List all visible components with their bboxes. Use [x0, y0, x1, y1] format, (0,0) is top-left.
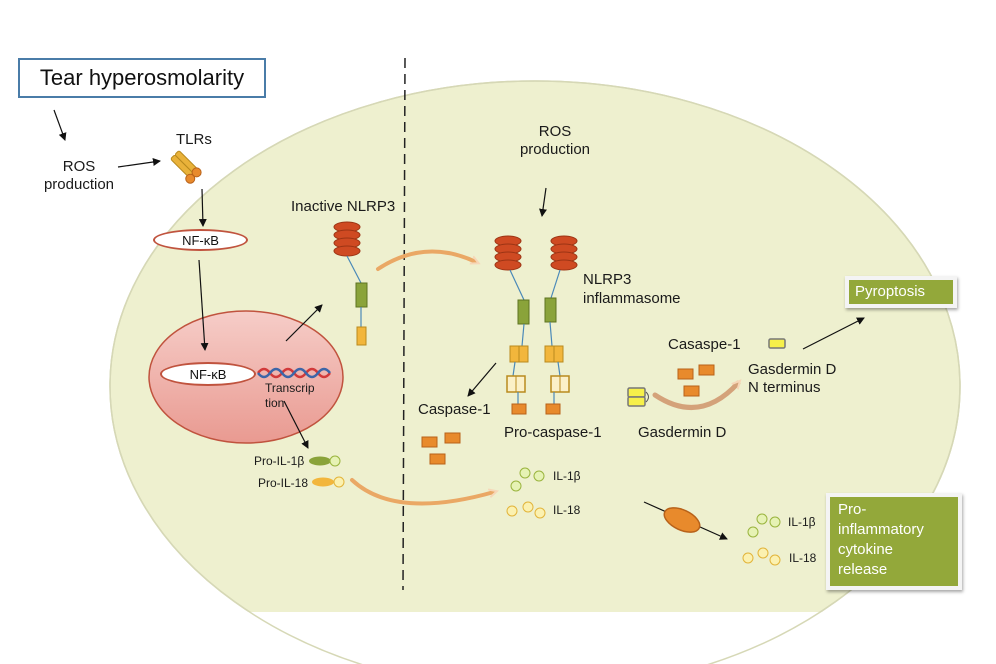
- ros-text: ROS: [538, 123, 572, 140]
- ros-production-label-right: ROS production: [500, 123, 610, 159]
- release-line-2: inflammatory: [838, 521, 924, 538]
- transcription-label: Transcrip tion: [265, 381, 315, 411]
- outside-il18-label: IL-18: [789, 551, 817, 565]
- outside-il1b-label: IL-1β: [788, 515, 816, 529]
- transcription-line-2: tion: [265, 396, 285, 410]
- production-text: production: [43, 176, 115, 193]
- pyroptosis-box: Pyroptosis: [845, 276, 957, 308]
- dna-helix-icon: [257, 367, 331, 379]
- gasdermin-n-terminus-label: Gasdermin D N terminus: [748, 361, 836, 397]
- nfkb-nucleus-oval: NF-κB: [160, 362, 256, 386]
- outside-il1b-particles-icon: [747, 513, 781, 538]
- n-terminus-text: N terminus: [748, 379, 821, 396]
- caspase1-gasdermin-icon: [677, 364, 715, 397]
- gasdermin-d-icon: [627, 387, 649, 407]
- production-text: production: [519, 141, 591, 158]
- gasdermin-d-label: Gasdermin D: [638, 424, 727, 441]
- il1b-label: IL-1β: [553, 469, 581, 483]
- il1b-particles-icon: [510, 467, 545, 492]
- inflammasome-text: inflammasome: [583, 289, 681, 307]
- membrane-pore-icon: [663, 507, 701, 533]
- pro-il1b-label: Pro-IL-1β: [254, 454, 305, 468]
- ros-production-label-left: ROS production: [34, 158, 124, 194]
- arrow-ros-to-tlr: [117, 158, 161, 168]
- gasdermin-text: Gasdermin D: [748, 361, 837, 378]
- divider-line: [402, 57, 406, 591]
- release-line-1: Pro-: [838, 501, 867, 518]
- casaspe1-label: Casaspe-1: [668, 336, 741, 353]
- cytokine-release-box: Pro- inflammatory cytokine release: [826, 493, 962, 590]
- tlr-receptor-icon: [170, 150, 202, 184]
- curve-arrow-nlrp3-activation: [376, 249, 476, 271]
- arrow-tlr-to-nfkb: [198, 188, 207, 227]
- nlrp3-inflammasome-icon: [494, 235, 578, 415]
- curve-arrow-gasdermin-cleavage: [652, 383, 738, 410]
- il18-label: IL-18: [553, 503, 581, 517]
- nlrp3-text: NLRP3: [583, 271, 632, 288]
- arrow-procasp-to-caspase: [467, 362, 497, 397]
- arrow-nucleus-to-nlrp3: [285, 304, 323, 342]
- release-line-3: cytokine: [838, 541, 894, 558]
- caspase1-fragments-icon: [421, 432, 461, 465]
- pro-il1b-icon: [309, 455, 341, 467]
- arrow-to-pyroptosis: [802, 317, 865, 350]
- pro-il18-label: Pro-IL-18: [258, 476, 309, 490]
- il18-particles-icon: [506, 501, 546, 519]
- nfkb-cytoplasm-oval: NF-κB: [153, 229, 248, 251]
- outside-il18-particles-icon: [742, 547, 781, 566]
- transcription-line-1: Transcrip: [265, 381, 315, 395]
- gasdermin-n-terminus-icon: [768, 338, 786, 349]
- arrow-nfkb-to-nucleus: [198, 259, 209, 351]
- arrow-hyper-to-ros: [53, 109, 67, 141]
- pro-il18-icon: [312, 476, 345, 488]
- inactive-nlrp3-label: Inactive NLRP3: [291, 198, 396, 215]
- inactive-nlrp3-icon: [333, 221, 368, 346]
- curve-arrow-il-cleavage: [350, 478, 494, 506]
- arrow-ros-to-nlrp3: [539, 187, 547, 217]
- tlrs-label: TLRs: [176, 131, 212, 148]
- release-line-4: release: [838, 561, 888, 578]
- arrow-transcription-to-proil: [283, 400, 309, 449]
- ros-text: ROS: [62, 158, 96, 175]
- tear-hyperosmolarity-box: Tear hyperosmolarity: [18, 58, 266, 98]
- pro-caspase1-label: Pro-caspase-1: [504, 424, 602, 441]
- nlrp3-inflammasome-label: NLRP3 inflammasome: [583, 271, 681, 309]
- caspase1-label: Caspase-1: [418, 401, 491, 418]
